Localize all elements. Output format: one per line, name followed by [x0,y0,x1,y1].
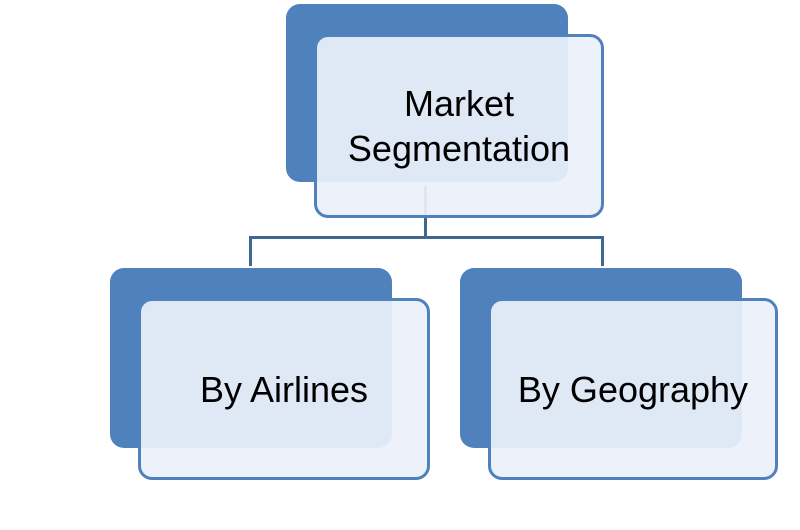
connector-right-drop [601,236,604,266]
root-node-box: Market Segmentation [314,34,604,218]
child-node-airlines-box: By Airlines [138,298,430,480]
child-node-geography-box: By Geography [488,298,778,480]
connector-left-drop [249,236,252,266]
child-node-geography: By Geography [460,268,780,482]
root-label-line2: Segmentation [347,128,571,169]
child-node-airlines: By Airlines [110,268,432,482]
root-label-line1: Market [403,83,515,124]
connector-horizontal-bar [249,236,604,239]
root-node: Market Segmentation [286,4,606,218]
root-node-label: Market Segmentation [348,81,570,171]
child-label-airlines: By Airlines [199,368,369,410]
child-label-geography: By Geography [517,368,749,410]
